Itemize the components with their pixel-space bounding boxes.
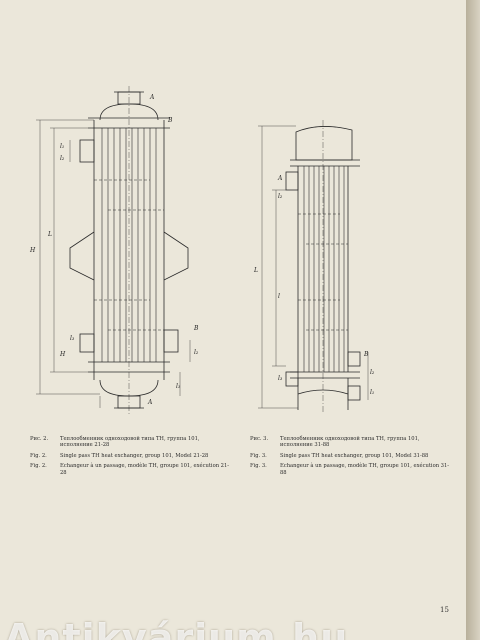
label-h-bottom: H bbox=[59, 351, 66, 358]
label-b-bottom: B bbox=[193, 325, 199, 332]
caption-left: Рис. 2. Теплообменник одноходовой типа TH… bbox=[30, 436, 230, 480]
label-l1-top: l₁ bbox=[60, 143, 64, 150]
caption-right: Рис. 3. Теплообменник одноходовой типа TH… bbox=[250, 436, 450, 480]
caption-label: Fig. 2. bbox=[30, 452, 47, 459]
label-l1-bottom: l₁ bbox=[176, 383, 180, 390]
label-b-right: B bbox=[363, 351, 369, 358]
label-a-right: A bbox=[277, 175, 283, 182]
caption-label: Fig. 2. bbox=[30, 463, 47, 470]
label-b-top: B bbox=[167, 117, 173, 124]
caption-label: Fig. 3. bbox=[250, 452, 267, 459]
caption-label: Fig. 3. bbox=[250, 463, 267, 470]
book-page bbox=[0, 0, 466, 640]
caption-label: Рис. 2. bbox=[30, 436, 49, 442]
label-h-mid: H bbox=[29, 247, 36, 254]
label-l: L bbox=[47, 231, 52, 238]
label-a-top: A bbox=[149, 94, 155, 101]
label-l3-right: l₃ bbox=[278, 375, 283, 382]
right-heat-exchanger-drawing bbox=[258, 120, 369, 412]
caption-text: Echangeur à un passage, modèle TH, group… bbox=[280, 463, 450, 476]
label-l-right-outer: L bbox=[253, 267, 258, 274]
caption-text: Single pass TH heat exchanger, group 101… bbox=[60, 452, 209, 459]
label-l-right-inner: l bbox=[278, 293, 280, 300]
caption-text: Теплообменник одноходовой типа TH, групп… bbox=[280, 436, 420, 449]
label-l2-right-top: l₂ bbox=[278, 193, 283, 200]
watermark-text: Antikvárium.hu bbox=[4, 616, 349, 640]
page-edge bbox=[466, 0, 480, 640]
label-l1-right: l₁ bbox=[370, 389, 374, 396]
caption-label: Рис. 3. bbox=[250, 436, 269, 442]
caption-text: Single pass TH heat exchanger, group 101… bbox=[280, 452, 429, 459]
watermark: Antikvárium.hu bbox=[0, 612, 480, 640]
label-l3: l₃ bbox=[70, 335, 75, 342]
label-l2-right-bottom: l₂ bbox=[370, 369, 375, 376]
label-l2-bottom: l₂ bbox=[194, 349, 199, 356]
label-a-bottom: A bbox=[147, 399, 153, 406]
left-heat-exchanger-drawing bbox=[36, 86, 191, 414]
caption-text: Echangeur à un passage, modèle TH, group… bbox=[60, 463, 230, 476]
page-number: 15 bbox=[440, 606, 449, 614]
label-l2-top: l₂ bbox=[60, 155, 65, 162]
caption-text: Теплообменник одноходовой типа TH, групп… bbox=[60, 436, 200, 449]
